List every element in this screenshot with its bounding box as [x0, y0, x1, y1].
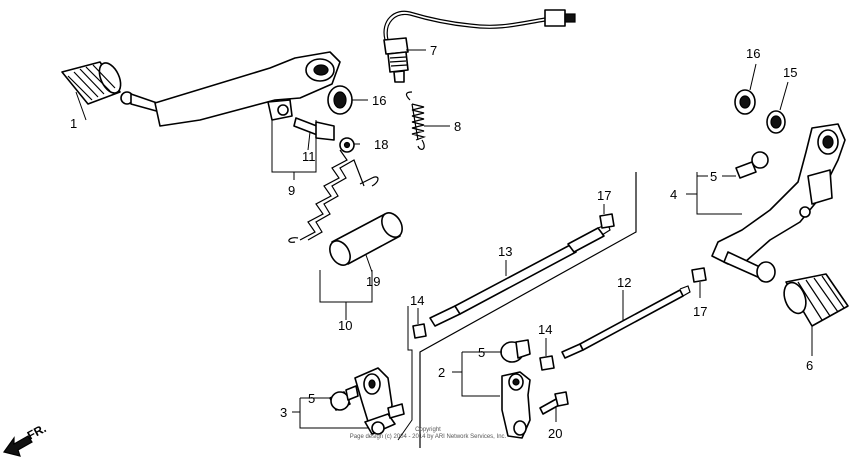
copyright-line1: Copyright — [415, 427, 441, 433]
callout-1: 1 — [70, 116, 77, 131]
callout-5-left: 5 — [308, 391, 315, 406]
callout-8: 8 — [454, 119, 461, 134]
callout-4: 4 — [670, 187, 677, 202]
callout-14-left: 14 — [410, 293, 424, 308]
nut-17-top — [599, 213, 615, 229]
callout-16-right: 16 — [746, 46, 760, 61]
callout-15: 15 — [783, 65, 797, 80]
callout-6: 6 — [806, 358, 813, 373]
washer-16-left — [327, 85, 353, 115]
lever-arm-3 — [354, 367, 405, 435]
callout-20: 20 — [548, 426, 562, 441]
bolt-20 — [539, 391, 569, 415]
callout-19: 19 — [366, 274, 380, 289]
washer-16-right — [734, 89, 756, 115]
callout-17-right: 17 — [693, 304, 707, 319]
callout-10: 10 — [338, 318, 352, 333]
return-spring-10 — [288, 149, 379, 243]
callout-17-top: 17 — [597, 188, 611, 203]
callout-5-middle: 5 — [478, 345, 485, 360]
nut-17-right — [691, 267, 707, 283]
nut-14-left — [412, 323, 427, 339]
spring-8 — [405, 91, 427, 150]
callout-7: 7 — [430, 43, 437, 58]
bolt-5-middle — [500, 339, 531, 363]
section-divider — [419, 172, 637, 448]
nut-18 — [339, 137, 355, 153]
rod-12 — [561, 285, 691, 359]
lever-arm-2 — [501, 371, 531, 439]
pedal-arm-4 — [711, 123, 846, 283]
sleeve-19 — [329, 212, 403, 266]
washer-15 — [766, 110, 786, 134]
callout-12: 12 — [617, 275, 631, 290]
leader-lines — [75, 49, 813, 441]
callout-16-left: 16 — [372, 93, 386, 108]
callout-9: 9 — [288, 183, 295, 198]
brake-pedal-arm — [120, 51, 341, 127]
pivot-bolt-11 — [293, 117, 335, 141]
stop-switch-7 — [383, 9, 576, 83]
bolt-5-right — [735, 151, 769, 179]
copyright-line2: Page design (c) 2004 - 2014 by ARI Netwo… — [350, 434, 507, 440]
callout-5-right: 5 — [710, 169, 717, 184]
callout-13: 13 — [498, 244, 512, 259]
callout-18: 18 — [374, 137, 388, 152]
front-direction-arrow: FR. — [2, 421, 48, 457]
callout-11: 11 — [302, 149, 316, 164]
bolt-5-left — [329, 385, 359, 411]
pedal-rubber-right — [783, 273, 849, 327]
pedal-rubber-left — [61, 61, 122, 105]
rod-13 — [429, 223, 611, 327]
callout-2: 2 — [438, 365, 445, 380]
nut-14-middle — [539, 355, 555, 371]
callout-3: 3 — [280, 405, 287, 420]
callout-14-middle: 14 — [538, 322, 552, 337]
